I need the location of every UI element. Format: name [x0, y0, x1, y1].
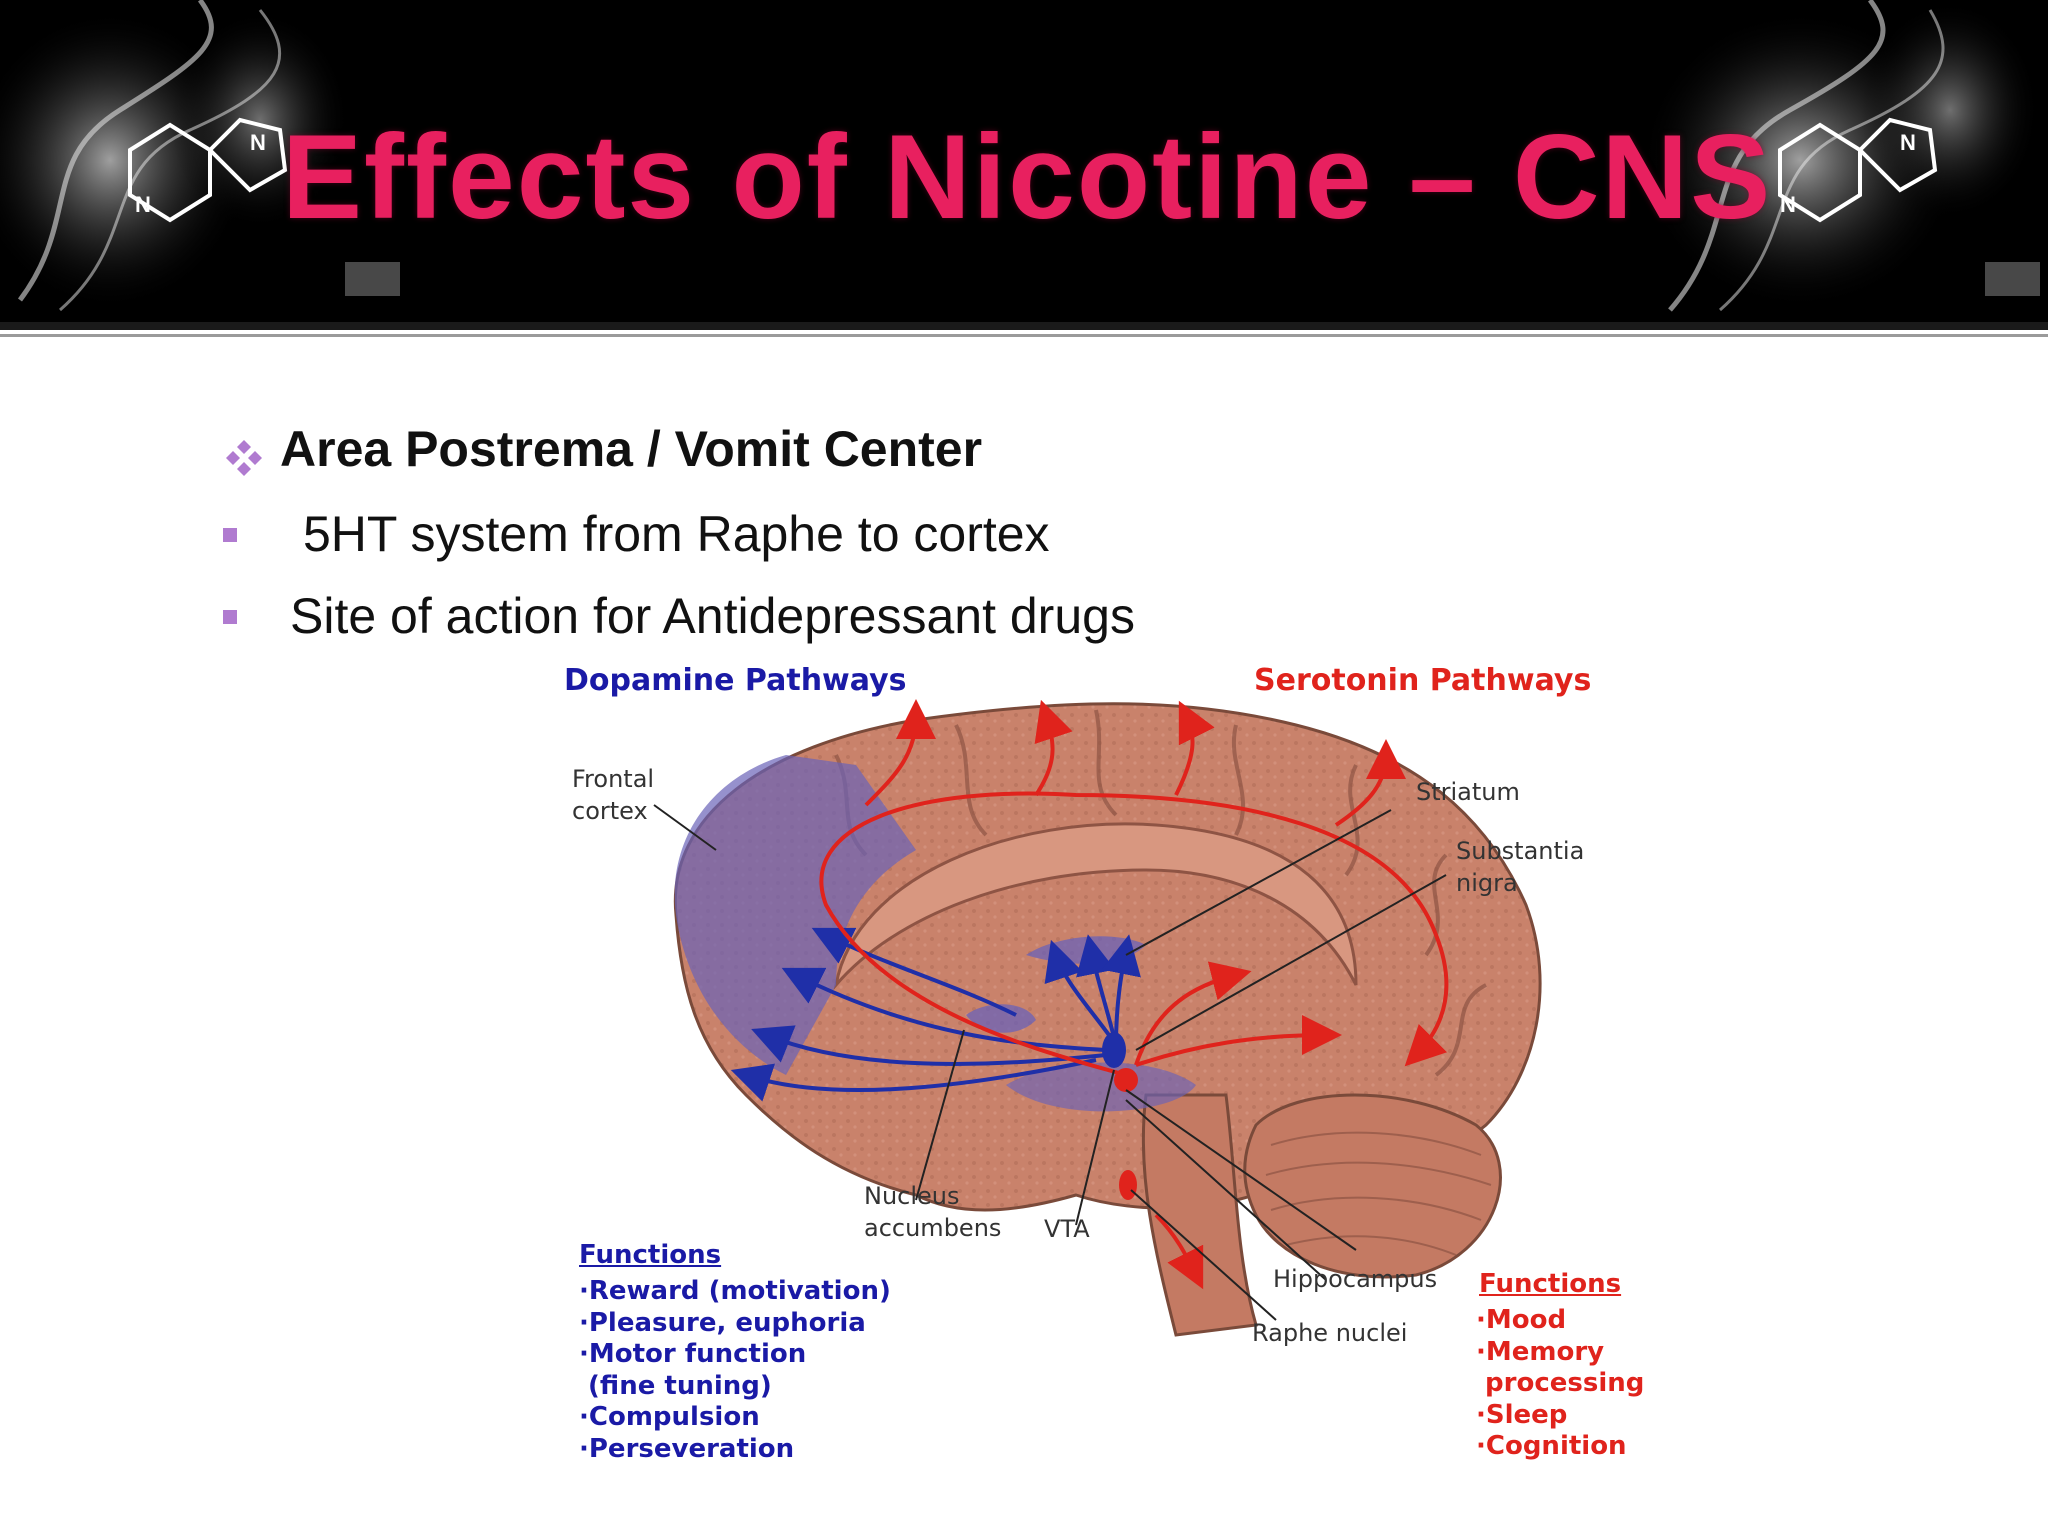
list-item: ·Sleep: [1476, 1399, 1568, 1430]
brain-pathways-diagram: Dopamine Pathways Serotonin Pathways: [536, 655, 1706, 1485]
nucleus-accumbens-region: [966, 1004, 1036, 1033]
list-item: ·Perseveration: [579, 1433, 795, 1464]
list-item: ·Motor function: [579, 1339, 807, 1369]
corpus-callosum: [833, 822, 1358, 991]
diamond-bullet-icon: [226, 440, 262, 476]
svg-text:N: N: [1780, 192, 1796, 217]
label-nucleus-accumbens: Nucleus accumbens: [864, 1182, 1002, 1242]
title-divider-thin: [0, 334, 2048, 337]
label-hippocampus: Hippocampus: [1273, 1265, 1438, 1293]
square-bullet-icon: [223, 610, 237, 624]
list-item: (fine tuning): [579, 1370, 772, 1401]
smoke-molecule-decoration: N N N N: [0, 0, 2040, 312]
dopamine-functions-title: Functions: [579, 1240, 722, 1270]
smoke-right-icon: N N: [1640, 0, 2040, 312]
label-leader-lines: [653, 804, 1447, 1321]
serotonin-header: Serotonin Pathways: [1254, 663, 1592, 698]
label-frontal-cortex: Frontal cortex: [572, 765, 655, 825]
bullet-5ht-system: 5HT system from Raphe to cortex: [303, 506, 1050, 562]
list-item: ·Compulsion: [579, 1402, 760, 1432]
frontal-cortex-region: [674, 755, 916, 1075]
svg-text:N: N: [250, 130, 266, 155]
title-banner: N N N N Effects of Nicotine – CNS: [0, 0, 2048, 322]
smoke-left-icon: N N: [0, 0, 350, 312]
label-raphe-nuclei: Raphe nuclei: [1252, 1319, 1408, 1347]
serotonin-pathways: [819, 699, 1449, 1290]
title-divider: [0, 322, 2048, 330]
list-item: ·Memory: [1476, 1336, 1605, 1367]
list-item: ·Pleasure, euphoria: [579, 1307, 866, 1338]
cerebellum-shape: [1243, 1093, 1502, 1279]
brainstem-dopamine-region: [1006, 1062, 1196, 1112]
watermark-logo-right: [1985, 262, 2040, 296]
serotonin-functions-title: Functions: [1479, 1269, 1622, 1299]
list-item: ·Cognition: [1476, 1431, 1627, 1461]
serotonin-functions-list: ·Mood ·Memory processing ·Sleep ·Cogniti…: [1476, 1305, 1644, 1463]
raphe-nucleus-lower: [1119, 1170, 1137, 1200]
slide-title: Effects of Nicotine – CNS: [282, 110, 1773, 244]
svg-text:N: N: [135, 192, 151, 217]
bullet-area-postrema: Area Postrema / Vomit Center: [280, 421, 983, 477]
label-substantia-nigra: Substantia nigra: [1456, 837, 1585, 897]
square-bullet-icon: [223, 528, 237, 542]
list-item: ·Mood: [1476, 1305, 1567, 1335]
bullet-antidepressant: Site of action for Antidepressant drugs: [290, 588, 1135, 644]
svg-text:N: N: [1900, 130, 1916, 155]
dopamine-functions-list: ·Reward (motivation) ·Pleasure, euphoria…: [579, 1276, 891, 1465]
brain-illustration: [653, 699, 1542, 1337]
dopamine-header: Dopamine Pathways: [564, 663, 907, 698]
label-vta: VTA: [1044, 1215, 1090, 1243]
list-item: processing: [1476, 1368, 1645, 1398]
raphe-nucleus-upper: [1114, 1068, 1138, 1092]
watermark-logo-left: [345, 262, 400, 296]
list-item: ·Reward (motivation): [579, 1276, 891, 1306]
label-striatum: Striatum: [1416, 778, 1520, 806]
vta-nucleus: [1102, 1032, 1126, 1068]
